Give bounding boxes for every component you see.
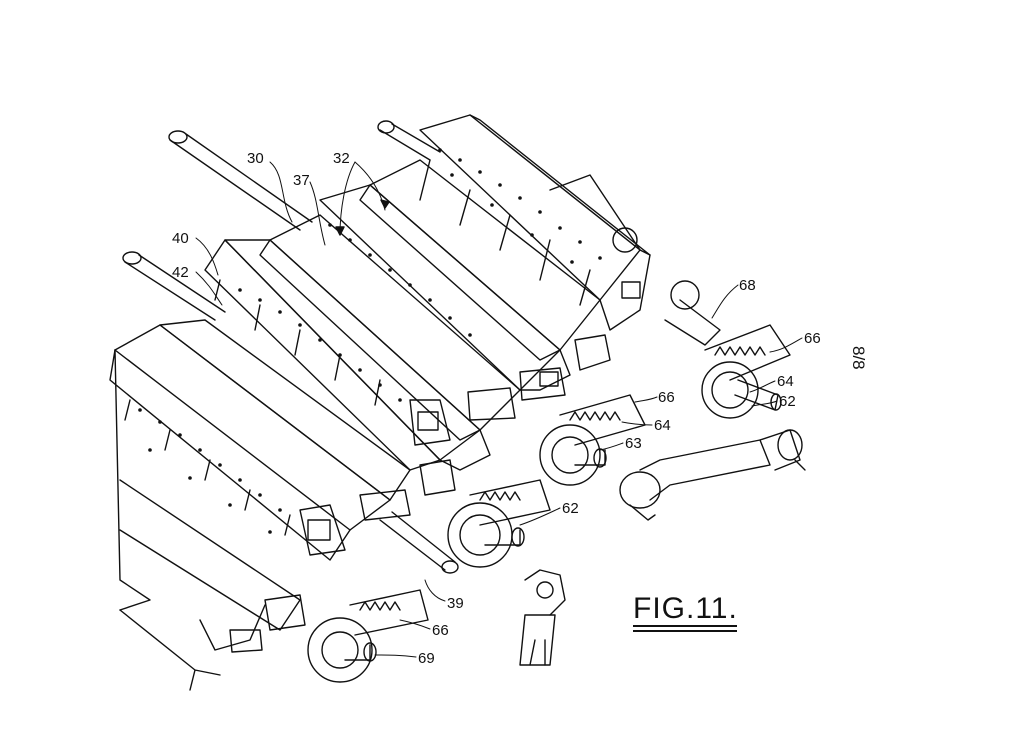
- label-39: 39: [447, 596, 464, 611]
- label-32: 32: [333, 151, 350, 166]
- leader-lines: [196, 162, 802, 657]
- figure-title-underline-2: [633, 630, 737, 632]
- gear-mid: [540, 425, 606, 485]
- support-tube-bottom: [380, 512, 458, 573]
- label-37: 37: [293, 173, 310, 188]
- support-tube-upper: [169, 131, 312, 230]
- label-40: 40: [172, 231, 189, 246]
- hydraulic-cylinder: [620, 430, 805, 520]
- label-64-right: 64: [777, 374, 794, 389]
- slat-5: [120, 480, 300, 690]
- label-62-right: 62: [779, 394, 796, 409]
- figure-title: FIG.11.: [633, 592, 738, 626]
- slat-2: [260, 185, 570, 440]
- figure-title-underline-1: [633, 625, 737, 627]
- label-42: 42: [172, 265, 189, 280]
- label-66-lower: 66: [432, 623, 449, 638]
- rack-bottom: [350, 590, 428, 635]
- label-62-lower: 62: [562, 501, 579, 516]
- small-actuator: [520, 570, 565, 665]
- sheet-number: 8/8: [848, 346, 868, 370]
- slat-1: [360, 115, 650, 360]
- gear-lower: [448, 503, 524, 567]
- label-64-mid: 64: [654, 418, 671, 433]
- label-66-right: 66: [804, 331, 821, 346]
- label-30: 30: [247, 151, 264, 166]
- label-68: 68: [739, 278, 756, 293]
- rack-upper-right: [705, 325, 790, 380]
- label-63: 63: [625, 436, 642, 451]
- label-66-mid: 66: [658, 390, 675, 405]
- slat-4: [110, 320, 410, 610]
- slat-3: [205, 240, 490, 470]
- top-right-shaft: [550, 175, 720, 345]
- gear-upper-right: [702, 362, 781, 418]
- gear-bottom: [308, 618, 376, 682]
- label-69: 69: [418, 651, 435, 666]
